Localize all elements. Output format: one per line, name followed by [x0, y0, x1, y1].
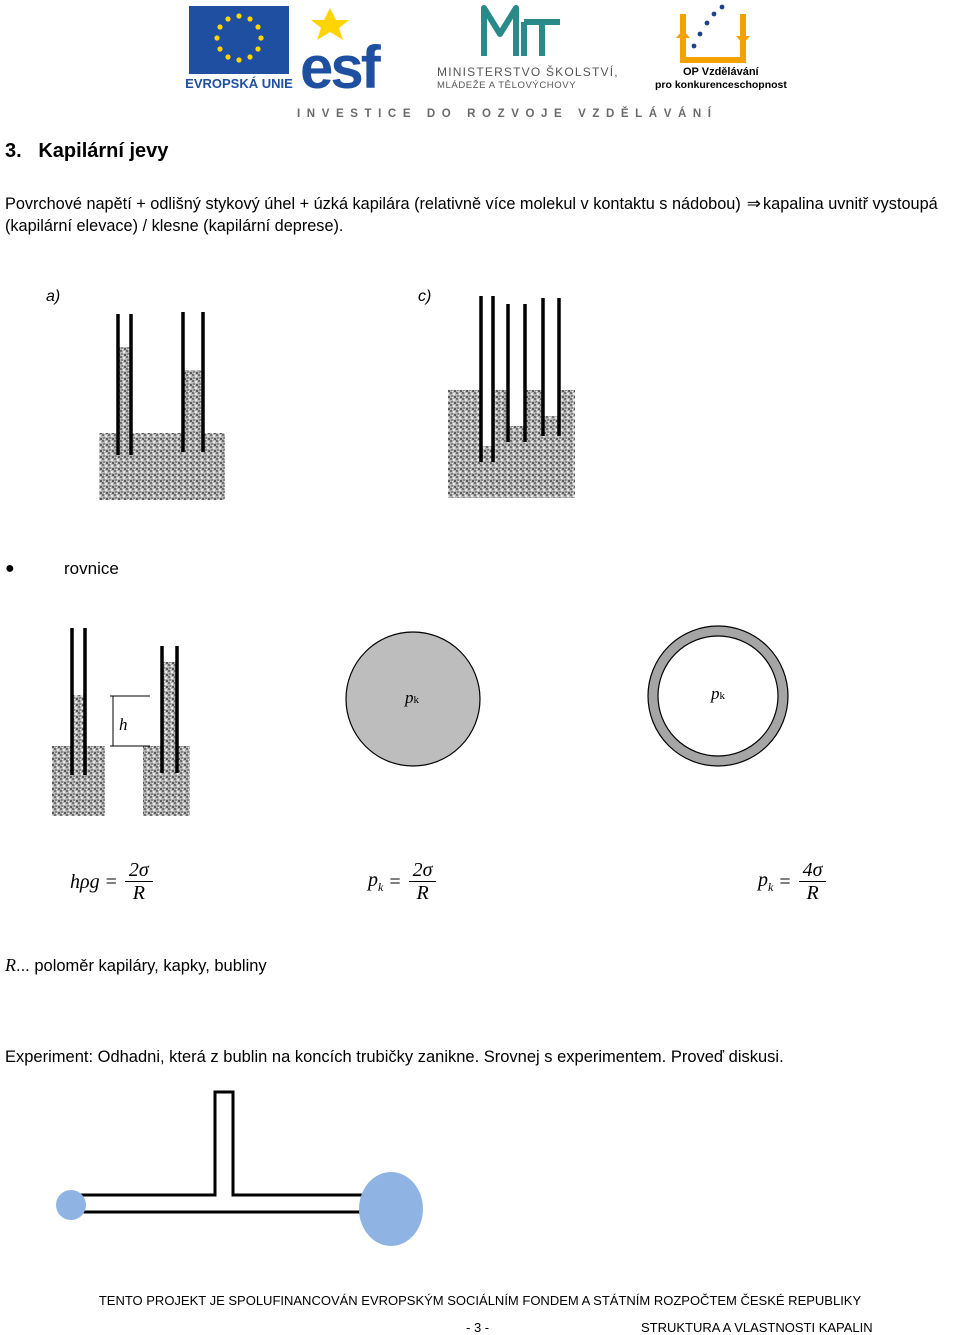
figure-label-c: c): [418, 288, 432, 305]
msmt-logo: MINISTERSTVO ŠKOLSTVÍ, MLÁDEŽE A TĚLOVÝC…: [437, 5, 619, 91]
eu-stars-icon: [214, 13, 264, 63]
height-label: h: [119, 715, 128, 734]
small-bubble: [56, 1190, 86, 1220]
footer-funding-text: TENTO PROJEKT JE SPOLUFINANCOVÁN EVROPSK…: [98, 1293, 862, 1308]
op-dots-icon: [691, 4, 725, 49]
eu-logo: EVROPSKÁ UNIE: [185, 6, 293, 91]
eq1-equals: =: [105, 870, 117, 893]
bubble-shape: [647, 625, 789, 767]
msmt-logo-line2: MLÁDEŽE A TĚLOVÝCHOVY: [437, 80, 576, 91]
capillary-depression-diagram: [448, 296, 575, 498]
eq2-denominator: R: [416, 882, 429, 904]
footer-page-number: - 3 -: [466, 1320, 490, 1335]
equation-figures: [52, 625, 789, 816]
eu-logo-text: EVROPSKÁ UNIE: [185, 76, 293, 91]
msmt-logo-line1: MINISTERSTVO ŠKOLSTVÍ,: [437, 64, 619, 79]
capillary-figures: [99, 296, 575, 500]
eq3-subscript: k: [768, 880, 774, 894]
implies-arrow-icon: ⇒: [746, 194, 762, 213]
pk-subscript: k: [719, 690, 726, 702]
eq2-subscript: k: [378, 880, 384, 894]
bullet-icon: ●: [5, 560, 15, 577]
height-dimension: [110, 695, 150, 747]
eq3-denominator: R: [806, 882, 819, 904]
intro-paragraph: Povrchové napětí + odlišný stykový úhel …: [5, 193, 960, 237]
eq1-numerator: 2σ: [124, 860, 153, 882]
eq3-lhs: pk: [758, 869, 774, 894]
op-frame-icon: [680, 14, 746, 63]
section-title-text: Kapilární jevy: [38, 140, 169, 162]
radius-symbol: R: [5, 955, 16, 975]
esf-logo: esf: [300, 8, 385, 92]
eq3-numerator: 4σ: [798, 860, 827, 882]
pk-subscript: k: [413, 694, 420, 706]
experiment-text: Experiment: Odhadni, která z bublin na k…: [5, 1048, 784, 1066]
capillary-elevation-diagram: [99, 312, 225, 500]
eq2-lhs: pk: [368, 869, 384, 894]
pk-symbol: p: [711, 684, 720, 703]
esf-logo-text: esf: [300, 34, 382, 92]
pk-symbol: p: [405, 688, 414, 707]
eq1-denominator: R: [132, 882, 145, 904]
drop-shape: [345, 631, 481, 767]
radius-definition: R... poloměr kapiláry, kapky, bubliny: [5, 955, 267, 976]
section-number: 3.: [5, 140, 22, 162]
equations-heading: rovnice: [64, 559, 119, 578]
bubble-pressure-label: pk: [711, 684, 725, 704]
large-bubble: [359, 1172, 423, 1246]
eq3-equals: =: [779, 870, 791, 893]
bubble-tube-diagram: [56, 1090, 423, 1246]
intro-part2: kapalina uvnitř vystoupá (kapilární elev…: [5, 195, 938, 235]
esf-star-icon: [311, 8, 349, 40]
header-tagline: INVESTICE DO ROZVOJE VZDĚLÁVÁNÍ: [297, 108, 718, 120]
eq1-lhs: hρg: [70, 870, 100, 893]
op-logo-line2: pro konkurenceschopnost: [655, 79, 787, 91]
radius-definition-text: ... poloměr kapiláry, kapky, bubliny: [16, 957, 267, 975]
eq2-equals: =: [389, 870, 401, 893]
footer-chapter-title: STRUKTURA A VLASTNOSTI KAPALIN: [641, 1320, 873, 1335]
op-logo-line1: OP Vzdělávání: [683, 66, 760, 78]
msmt-mark-icon: [481, 5, 560, 56]
logo-bar: EVROPSKÁ UNIE esf MINISTERSTVO ŠKOLSTVÍ,…: [185, 4, 787, 92]
t-tube-shape: [72, 1090, 370, 1214]
eq2-numerator: 2σ: [408, 860, 437, 882]
capillary-height-diagram: [52, 628, 190, 816]
section-title: 3. Kapilární jevy: [5, 140, 168, 163]
drop-pressure-label: pk: [405, 688, 419, 708]
intro-part1: Povrchové napětí + odlišný stykový úhel …: [5, 195, 741, 213]
op-logo: OP Vzdělávání pro konkurenceschopnost: [655, 4, 787, 91]
figure-label-a: a): [46, 288, 61, 305]
